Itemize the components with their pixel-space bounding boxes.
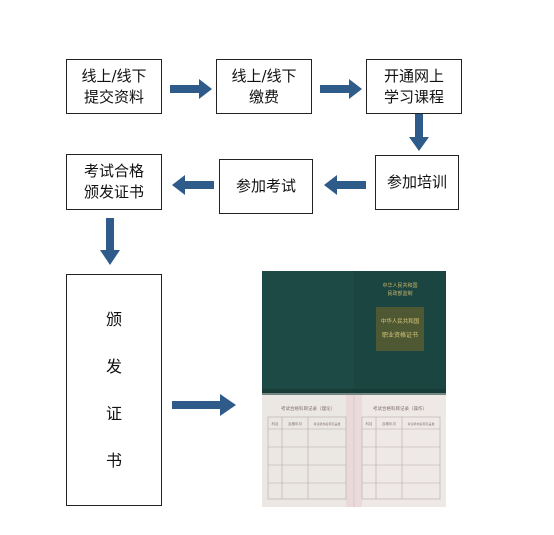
step-course-line1: 开通网上: [383, 66, 444, 85]
cover-title-1: 中华人民共和国: [381, 317, 420, 325]
right-header-3: 考试机构名称及盖章: [407, 421, 434, 426]
issue-char-2: 发: [105, 357, 122, 376]
cover-text-2: 民政部监制: [387, 290, 412, 297]
arrow-submit-to-pay: [170, 79, 212, 99]
step-attend-training: 参加培训: [375, 155, 459, 210]
step-take-exam: 参加考试: [219, 159, 313, 214]
left-page-title: 考试合格科目记录（理论）: [281, 405, 335, 412]
arrow-issue-to-certificate: [172, 394, 236, 416]
arrow-pay-to-course: [320, 79, 362, 99]
step-training-label: 参加培训: [386, 173, 447, 191]
arrow-course-to-training: [409, 114, 429, 151]
right-page-table: [361, 416, 441, 500]
step-issue-certificate: 颁 发 证 书: [66, 274, 162, 506]
issue-char-4: 书: [105, 451, 122, 470]
certificate-photo: 中华人民共和国 民政部监制 中华人民共和国 职业资格证书 考试合格科目记录（理论…: [262, 271, 446, 507]
step-exam-label: 参加考试: [235, 177, 296, 195]
step-open-course: 开通网上 学习课程: [366, 59, 462, 114]
step-submit-line1: 线上/线下: [81, 66, 147, 85]
step-pass-line2: 颁发证书: [83, 183, 144, 201]
step-pass-certificate: 考试合格 颁发证书: [66, 154, 162, 210]
arrow-exam-to-pass: [172, 175, 214, 195]
left-header-2: 及格年月: [288, 421, 302, 426]
issue-char-1: 颁: [105, 310, 122, 329]
right-page-title: 考试合格科目记录（操作）: [373, 405, 427, 412]
arrow-training-to-exam: [324, 175, 366, 195]
step-pay-line2: 缴费: [248, 87, 279, 106]
arrow-pass-to-issue: [100, 218, 120, 265]
cover-text-1: 中华人民共和国: [382, 282, 417, 289]
left-page-table: [267, 416, 347, 500]
step-pay-fee: 线上/线下 缴费: [216, 59, 312, 114]
left-header-3: 考试机构名称及盖章: [313, 421, 340, 426]
issue-char-3: 证: [105, 404, 122, 423]
right-header-1: 科目: [366, 421, 373, 426]
step-course-line2: 学习课程: [383, 87, 444, 106]
step-pass-line1: 考试合格: [83, 162, 144, 180]
step-submit-line2: 提交资料: [83, 87, 144, 106]
cover-title-plate: [376, 307, 424, 351]
cover-title-2: 职业资格证书: [382, 331, 418, 339]
step-submit-documents: 线上/线下 提交资料: [66, 59, 162, 114]
right-header-2: 及格年月: [382, 421, 396, 426]
step-pay-line1: 线上/线下: [231, 66, 297, 85]
left-header-1: 科目: [272, 421, 279, 426]
